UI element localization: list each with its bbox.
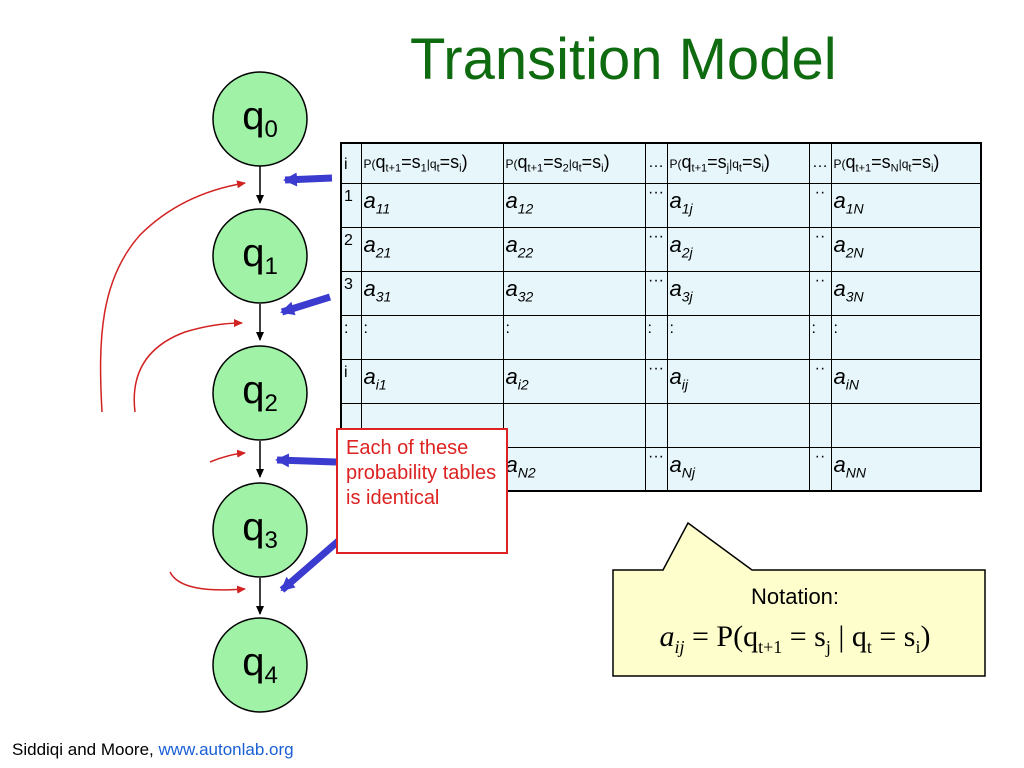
empty-cell (808, 402, 832, 448)
prob-cell: a2j (666, 226, 810, 272)
dots-cell: ··· (644, 270, 668, 316)
red-arrow-1 (99, 180, 246, 413)
node-q0-label: q0 (242, 94, 278, 143)
blue-arrow-1 (283, 172, 333, 187)
prob-cell: a31 (360, 270, 504, 316)
row-index: 2 (340, 226, 362, 272)
node-q1 (212, 208, 308, 304)
colon-cell: : (830, 314, 982, 360)
node-q0 (212, 71, 308, 167)
prob-cell: a1N (830, 182, 982, 228)
table-header: P(qt+1=s2|qt=si) (502, 142, 646, 184)
blue-arrow-3 (275, 453, 337, 468)
notation-label: Notation: (750, 584, 840, 609)
dots-cell: ·· (808, 446, 832, 492)
prob-cell: a3j (666, 270, 810, 316)
prob-cell: aNj (666, 446, 810, 492)
table-corner: i (340, 142, 362, 184)
identical-tables-note: Each of these probability tables is iden… (336, 428, 508, 554)
prob-cell: a2N (830, 226, 982, 272)
colon-cell: : (808, 314, 832, 360)
dots-cell: ·· (808, 226, 832, 272)
prob-cell: aN2 (502, 446, 646, 492)
dots-cell: ··· (644, 226, 668, 272)
red-arrow-4 (169, 571, 246, 594)
red-arrow-2 (133, 319, 243, 413)
prob-cell: aNN (830, 446, 982, 492)
table-header: P(qt+1=sj|qt=si) (666, 142, 810, 184)
dots-cell: ·· (808, 270, 832, 316)
footer-link[interactable]: www.autonlab.org (158, 740, 294, 759)
row-index: : (340, 314, 362, 360)
node-q3 (212, 482, 308, 578)
prob-cell: a1j (666, 182, 810, 228)
empty-cell (666, 402, 810, 448)
dots-cell: ··· (644, 358, 668, 404)
row-index: i (340, 358, 362, 404)
notation-formula: aij = P(qt+1 = sj | qt = si) (659, 620, 931, 657)
prob-cell: aij (666, 358, 810, 404)
dots-cell: ··· (644, 182, 668, 228)
table-header: P(qt+1=sN|qt=si) (830, 142, 982, 184)
prob-cell: aiN (830, 358, 982, 404)
header-ellipsis: … (808, 142, 832, 184)
row-index: 1 (340, 182, 362, 228)
node-q4 (212, 617, 308, 713)
empty-cell (502, 402, 646, 448)
header-ellipsis: … (644, 142, 668, 184)
colon-cell: : (502, 314, 646, 360)
node-q2 (212, 345, 308, 441)
red-arrow-3 (209, 449, 246, 463)
notation-callout (612, 521, 986, 677)
dots-cell: ·· (808, 182, 832, 228)
colon-cell: : (360, 314, 504, 360)
colon-cell: : (666, 314, 810, 360)
prob-cell: a21 (360, 226, 504, 272)
prob-cell: a32 (502, 270, 646, 316)
node-q1-label: q1 (242, 231, 278, 280)
dots-cell: ·· (808, 358, 832, 404)
blue-arrow-2 (280, 293, 332, 316)
prob-cell: a3N (830, 270, 982, 316)
node-q2-label: q2 (242, 368, 278, 417)
table-row: ::::::: (340, 314, 982, 360)
row-index: 3 (340, 270, 362, 316)
footer-credit: Siddiqi and Moore, www.autonlab.org (12, 740, 294, 760)
prob-cell: ai1 (360, 358, 504, 404)
empty-cell (830, 402, 982, 448)
table-header: P(qt+1=s1|qt=si) (360, 142, 504, 184)
page-title: Transition Model (410, 27, 837, 92)
dots-cell: ··· (644, 446, 668, 492)
prob-cell: a22 (502, 226, 646, 272)
empty-cell (644, 402, 668, 448)
node-q3-label: q3 (242, 505, 278, 554)
footer-text: Siddiqi and Moore, (12, 740, 159, 759)
colon-cell: : (644, 314, 668, 360)
prob-cell: a12 (502, 182, 646, 228)
prob-cell: a11 (360, 182, 504, 228)
prob-cell: ai2 (502, 358, 646, 404)
node-q4-label: q4 (242, 640, 278, 689)
